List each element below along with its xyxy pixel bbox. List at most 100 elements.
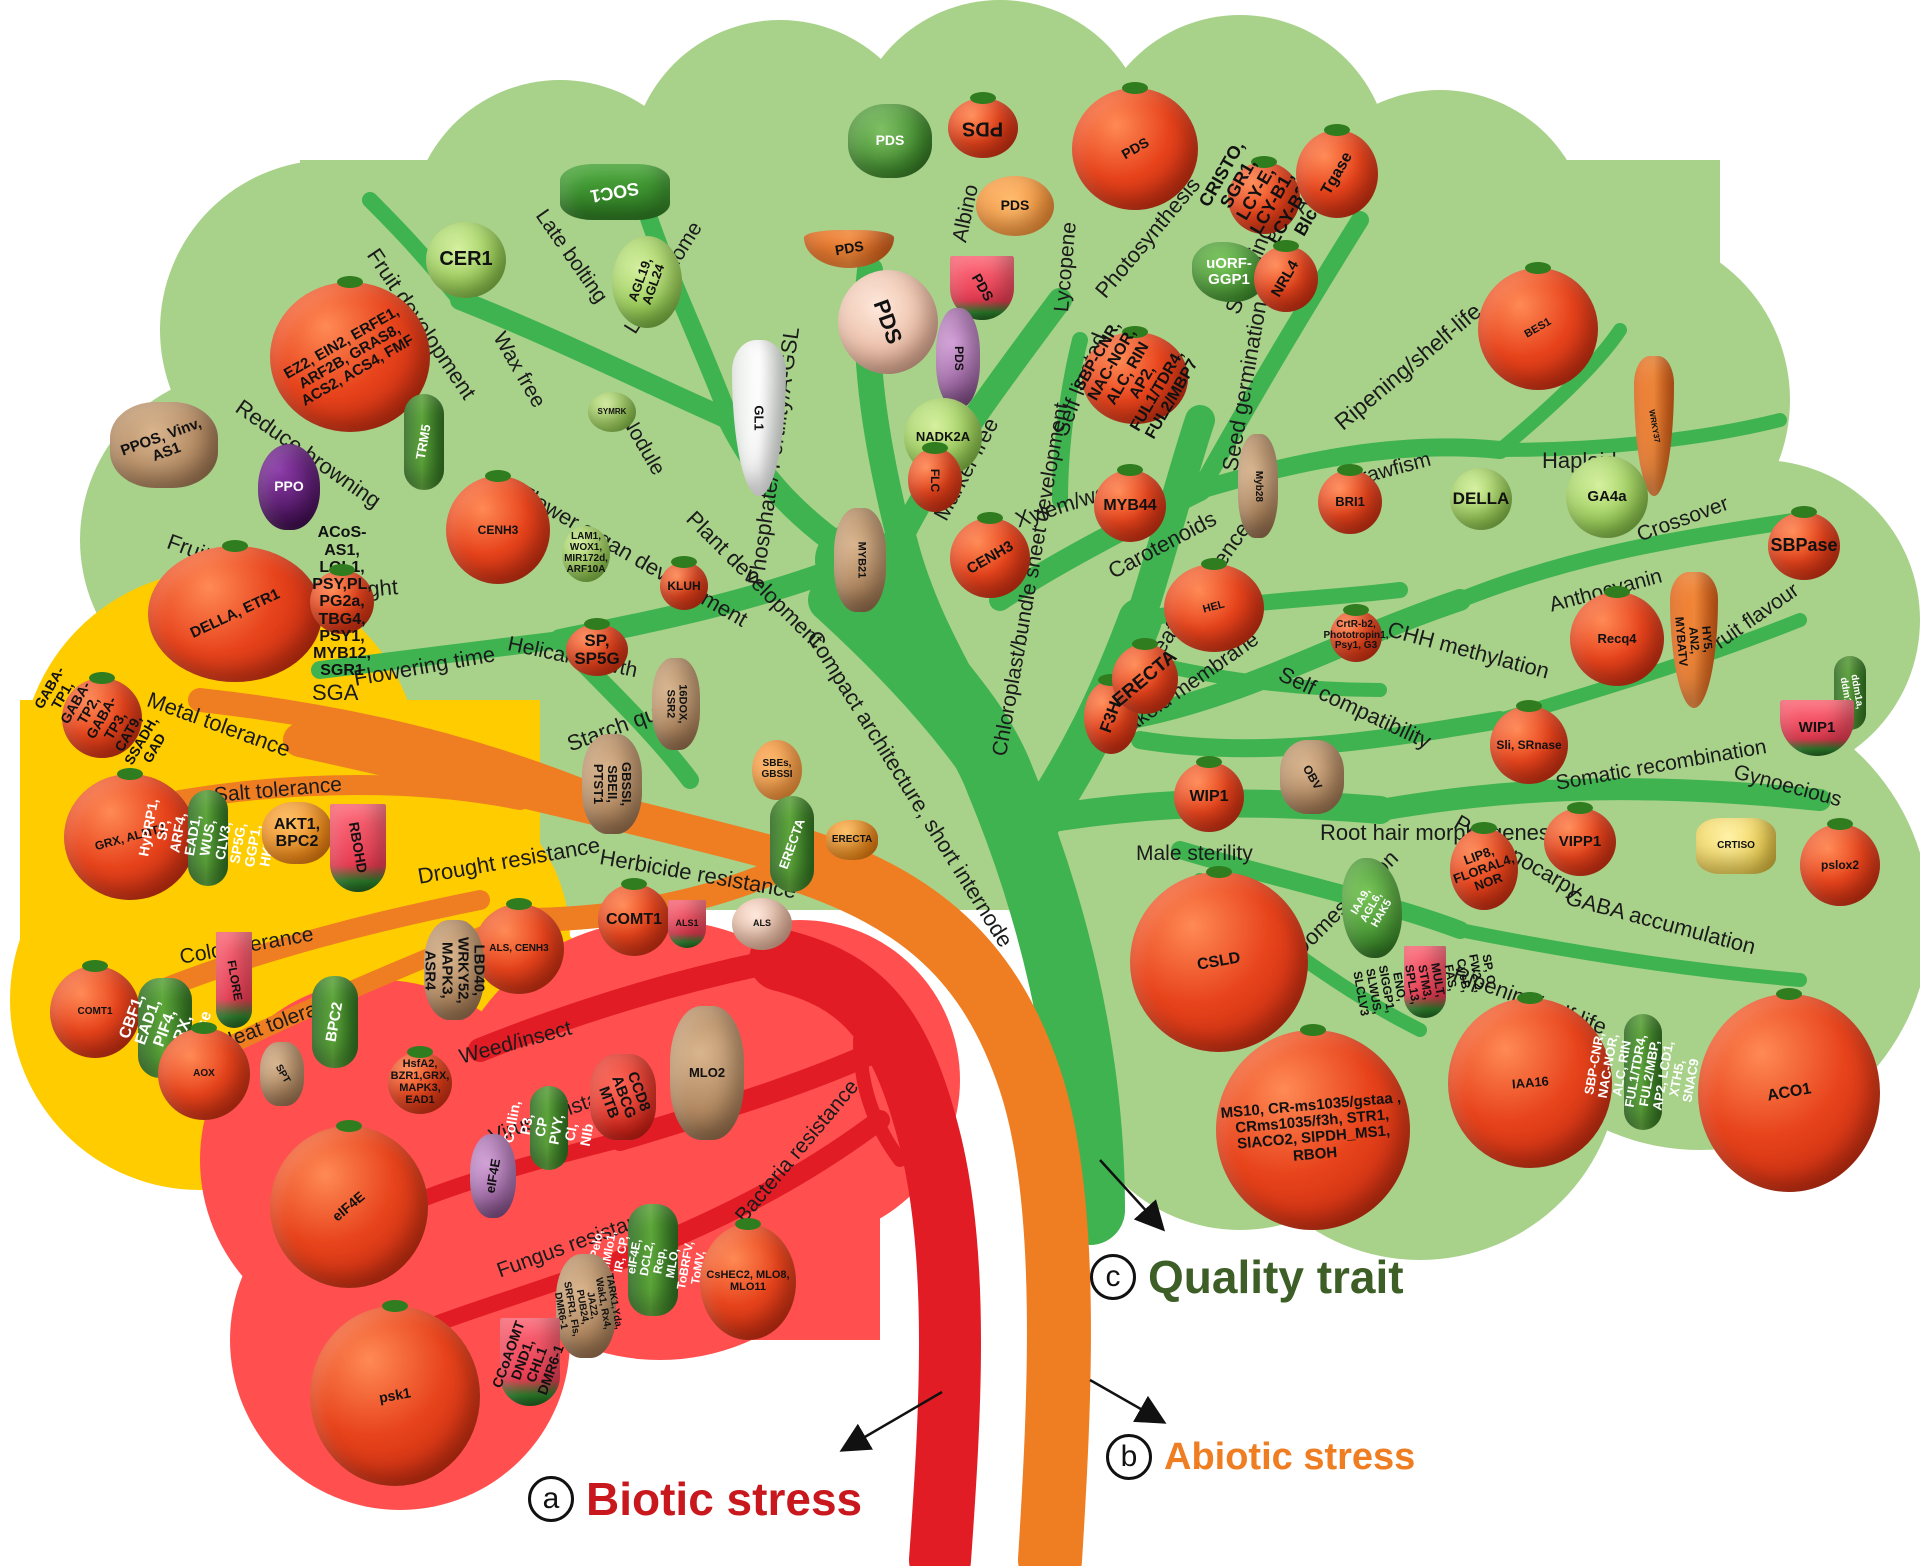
gene-label-text: ALS [753, 918, 771, 929]
gene-label-text: SBEs, GBSSI [761, 758, 793, 780]
gene-label-text: BES1 [1522, 315, 1553, 341]
gene-badge: NRL4 [1254, 240, 1318, 312]
gene-badge: CrtR-b2, Phototropin1, Psy1, G3 [1324, 604, 1389, 662]
gene-badge: ACoS-AS1, LOL1, PSY,PL, PG2a, TBG4, PSY1… [310, 524, 374, 679]
gene-badge: IAA16 [1448, 992, 1612, 1168]
gene-label-text: TRM5 [413, 423, 434, 461]
gene-label-text: ALS, CENH3 [489, 942, 549, 954]
gene-badge: HsfA2, BZR1,GRX, MAPK3, EAD1 [388, 1046, 452, 1114]
gene-badge: CCoAOMT DND1, CHL1 DMR6-1 [489, 1318, 567, 1406]
gene-badge: SlPelo, SlMlo1, IR, CP, eIF4E, DCL2, Rep… [585, 1204, 720, 1316]
gene-badge: COMT1 [598, 878, 670, 956]
gene-label-text: psk1 [377, 1384, 413, 1407]
gene-label-text: HsfA2, BZR1,GRX, MAPK3, EAD1 [390, 1058, 450, 1106]
gene-label-text: LIP8, FLORAL4, NOR [1451, 842, 1517, 894]
branch-label: Male sterility [1136, 842, 1253, 865]
gene-label-text: Recq4 [1597, 630, 1637, 646]
gene-badge: SPT [260, 1042, 304, 1106]
gene-badge: eIF4E [470, 1134, 516, 1218]
gene-badge: PDS [1072, 82, 1198, 210]
gene-label-text: PDS [968, 271, 997, 305]
gene-badge: Myb28 [1238, 434, 1278, 538]
gene-label-text: MS10, CR-ms1035/gstaa , CRms1035/f3h, ST… [1219, 1088, 1402, 1164]
branch-label: SGA [312, 680, 359, 705]
gene-label-text: CRTISO [1717, 839, 1755, 851]
branch-label: Root hair morphogenesis [1320, 820, 1566, 845]
gene-badge: CCD8 ABCG MTB [590, 1054, 656, 1140]
gene-label-text: KLUH [667, 578, 701, 593]
gene-label-text: SOC1 [589, 178, 642, 207]
gene-label-text: PDS [1000, 197, 1030, 214]
gene-label-text: WRKY37 [1647, 408, 1663, 444]
gene-badge: DELLA, ETR1 [148, 540, 322, 682]
gene-badge: pslox2 [1800, 818, 1880, 906]
gene-badge: CER1 [426, 222, 506, 298]
gene-label-text: CsHEC2, MLO8, MLO11 [706, 1269, 790, 1293]
gene-badge: ERECTA [770, 796, 814, 892]
gene-label-text: COMT1 [77, 1005, 113, 1017]
gene-badge: Sli, SRnase [1490, 700, 1568, 784]
gene-badge: COMT1 [50, 960, 140, 1058]
gene-label-text: NADK2A [915, 428, 971, 444]
gene-badge: KLUH [660, 556, 708, 610]
gene-badge: CSLD [1130, 866, 1308, 1052]
gene-badge: SBEs, GBSSI [752, 740, 802, 800]
gene-label-text: ALS1 [675, 918, 699, 929]
gene-badge: GRX, ALMT9 [64, 768, 196, 900]
gene-badge: CENH3 [446, 470, 550, 584]
gene-label-text: GA4a [1587, 487, 1627, 505]
gene-label-text: AOX [193, 1067, 215, 1079]
gene-badge: PDS [976, 176, 1054, 236]
gene-badge: ERECTA [826, 820, 878, 860]
gene-badge: SP, O, FW2.2, CycB, FAS, MULT, STM3, SPL… [1351, 946, 1499, 1018]
gene-badge: VIPP1 [1544, 802, 1616, 876]
gene-badge: AGL19, AGL24 [612, 236, 682, 328]
gene-badge: PDS [948, 92, 1018, 158]
gene-label-text: AKT1, BPC2 [273, 815, 321, 850]
gene-badge: GA4a [1566, 456, 1648, 538]
gene-badge: DELLA [1450, 468, 1512, 530]
gene-badge: RBOHD [330, 804, 386, 892]
gene-badge: MYB44 [1094, 464, 1166, 542]
gene-label-text: PDS [868, 296, 908, 348]
gene-label-text: CER1 [439, 248, 493, 271]
gene-label-text: CrtR-b2, Phototropin1, Psy1, G3 [1323, 618, 1389, 652]
gene-label-text: AGL19, AGL24 [625, 255, 668, 307]
gene-badge: WIP1 [1174, 756, 1244, 832]
gene-label-text: HY5, AN2, MYBATV [1672, 615, 1716, 667]
panel-title-biotic-text: Biotic stress [586, 1473, 863, 1525]
gene-badge: AKT1, BPC2 [262, 802, 332, 864]
gene-label-text: Sli, SRnase [1496, 737, 1562, 752]
gene-label-text: IAA9, AGL6, HAK5 [1348, 886, 1395, 930]
gene-badge: BRI1 [1318, 464, 1382, 534]
gene-badge: PDS [936, 308, 980, 408]
panel-title-quality-text: Quality trait [1148, 1251, 1404, 1303]
gene-badge: IAA9, AGL6, HAK5 [1342, 858, 1402, 958]
gene-label-text: SP, SP5G [574, 630, 620, 668]
gene-badge: SYMRK [588, 392, 636, 432]
gene-label-text: FLORE [224, 958, 245, 1002]
gene-badge: PDS [848, 104, 932, 178]
gene-label-text: eIF4E [329, 1188, 369, 1225]
gene-label-text: TARK1,Yda, Wak1, Rx4, JAZ2, PUB24, SRFR1… [551, 1272, 624, 1337]
gene-label-text: Tgase [1317, 149, 1356, 199]
gene-label-text: HEL [1201, 598, 1226, 616]
gene-label-text: WIP1 [1798, 718, 1836, 736]
gene-badge: PPOS, Vinv, AS1 [110, 402, 218, 488]
gene-label-text: LBD40, WRKY52, MAPK3, ASR4 [421, 936, 488, 1004]
gene-label-text: EZ2, EIN2, ERFE1, ARF2B, GRAS8, ACS2, AC… [281, 302, 418, 410]
gene-badge: ACO1 [1698, 988, 1880, 1192]
gene-label-text: FLC [928, 468, 943, 492]
gene-badge: HyPRP1, SP, ARF4, EAD1, WUS, CLV3, SP5G,… [135, 790, 278, 886]
gene-label-text: CENH3 [963, 537, 1016, 578]
gene-badge: FLORE [216, 932, 252, 1028]
gene-badge: AOX [158, 1022, 250, 1120]
gene-label-text: pslox2 [1820, 857, 1859, 872]
gene-badge: BPC2 [312, 976, 358, 1068]
gene-label-text: Myb28 [1253, 470, 1265, 502]
gene-label-text: LAM1, WOX1, MIR172d, ARF10A [564, 531, 608, 575]
gene-badge: ALS, CENH3 [474, 898, 564, 994]
panel-title-biotic: a Biotic stress [528, 1472, 862, 1526]
panel-letter-b: b [1106, 1434, 1152, 1480]
